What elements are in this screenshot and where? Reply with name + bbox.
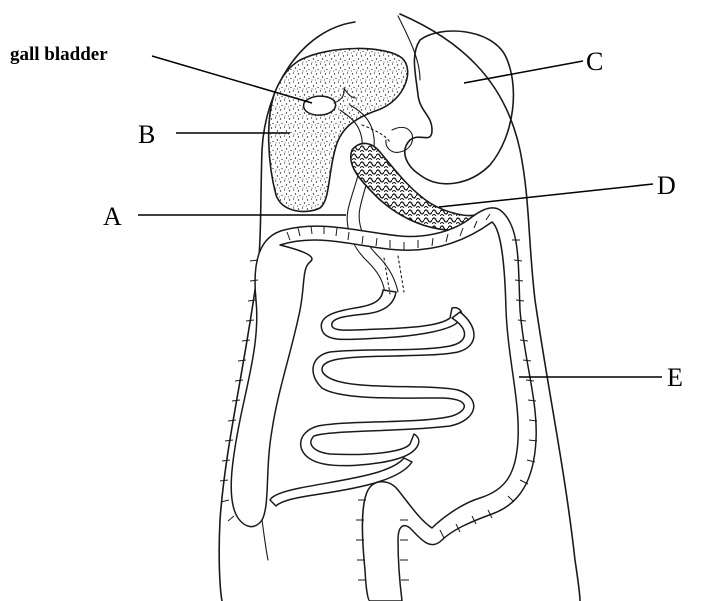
- leader-d: [439, 184, 653, 207]
- label-e: E: [667, 363, 683, 392]
- stomach: [386, 31, 514, 184]
- label-a: A: [103, 202, 122, 231]
- pancreas: [351, 143, 480, 230]
- label-b: B: [138, 120, 155, 149]
- label-c: C: [586, 47, 603, 76]
- label-d: D: [657, 171, 676, 200]
- small-intestine: [270, 290, 474, 506]
- label-gall-bladder: gall bladder: [10, 44, 108, 65]
- large-intestine: [220, 208, 537, 601]
